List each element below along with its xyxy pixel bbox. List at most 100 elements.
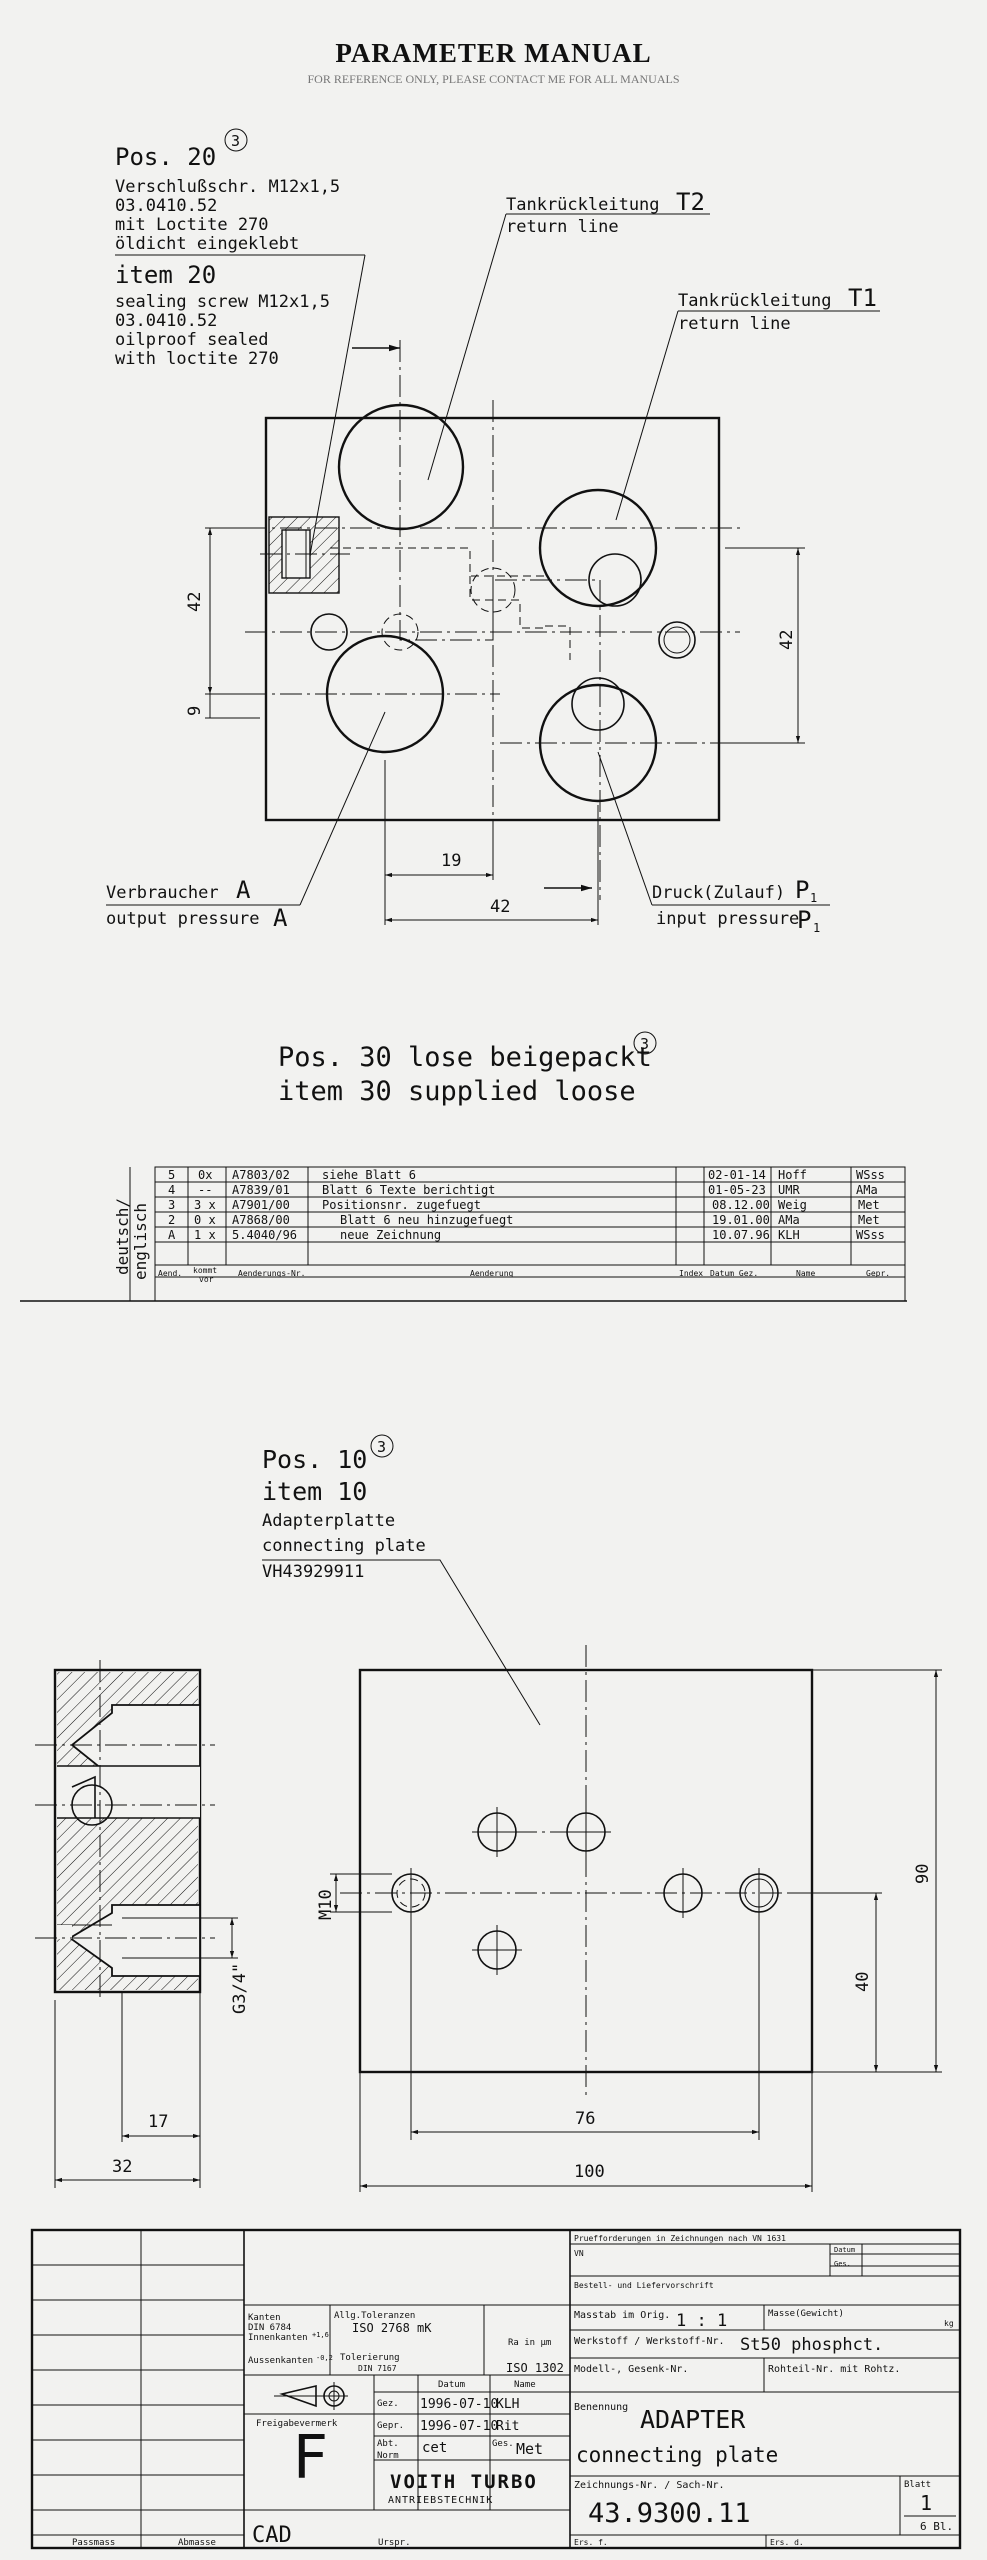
norm-label: Norm: [377, 2451, 399, 2461]
din7167: DIN 7167: [358, 2364, 397, 2373]
masstab-label: Masstab im Orig.: [574, 2310, 670, 2321]
pos10-de: Adapterplatte: [262, 1511, 395, 1531]
rev-row-name: UMR: [778, 1183, 800, 1197]
pos10-circled: 3: [377, 1438, 386, 1456]
ges2-val: Met: [516, 2440, 543, 2458]
rev-row-datum: 19.01.00: [712, 1213, 770, 1227]
pos20-de-1: Verschlußschr. M12x1,5: [115, 177, 340, 197]
datum-label: Datum: [834, 2246, 855, 2254]
rev-row-name: Weig: [778, 1198, 807, 1212]
rev-row-text: Blatt 6 neu hinzugefuegt: [340, 1213, 513, 1227]
cad-label: CAD: [252, 2523, 292, 2548]
rev-head-gepr: Gepr.: [866, 1269, 890, 1278]
rev-row-gepr: WSss: [856, 1228, 885, 1242]
pos20-de-4: öldicht eingeklebt: [115, 234, 299, 254]
rev-row-text: neue Zeichnung: [340, 1228, 441, 1242]
a-de: Verbraucher: [106, 883, 219, 903]
a-code: A: [236, 876, 251, 904]
pos10-item: item 10: [262, 1477, 367, 1506]
rev-head-text: Aenderung: [470, 1269, 514, 1278]
t2-de: Tankrückleitung: [506, 195, 660, 215]
rev-row-kommt: 3 x: [194, 1198, 216, 1212]
modell-label: Modell-, Gesenk-Nr.: [574, 2364, 688, 2375]
pos20-item: item 20: [115, 261, 216, 289]
t2-code: T2: [676, 188, 705, 216]
rev-row-nr: A7868/00: [232, 1213, 290, 1227]
side-label-1: deutsch/: [113, 1198, 132, 1275]
aussenkanten: Aussenkanten: [248, 2356, 313, 2366]
dim-76: 76: [575, 2109, 595, 2129]
rev-row-aend: 4: [168, 1183, 175, 1197]
revision-table: deutsch/ englisch 5 0x A7803/02 siehe Bl…: [20, 1166, 907, 1302]
dim-42-bottom: 42: [490, 897, 510, 917]
a-code-en: A: [273, 904, 288, 932]
abt-label: Abt.: [377, 2439, 399, 2449]
masse-label: Masse(Gewicht): [768, 2309, 844, 2319]
rev-head-nr: Aenderungs-Nr.: [238, 1269, 305, 1278]
rev-row-gepr: Met: [858, 1213, 880, 1227]
pos20-circled: 3: [231, 132, 240, 150]
p1-code: P: [795, 876, 809, 904]
rev-row-datum: 01-05-23: [708, 1183, 766, 1197]
page-subtitle: FOR REFERENCE ONLY, PLEASE CONTACT ME FO…: [307, 72, 680, 86]
gepr-label: Gepr.: [377, 2421, 404, 2431]
t1-code: T1: [848, 284, 877, 312]
rev-row-nr: A7803/02: [232, 1168, 290, 1182]
freigabe: Freigabevermerk: [256, 2419, 338, 2429]
t1-de: Tankrückleitung: [678, 291, 832, 311]
vn-head: Pruefforderungen in Zeichnungen nach VN …: [574, 2234, 786, 2243]
pos20-en-4: with loctite 270: [115, 349, 279, 369]
company-sub: ANTRIEBSTECHNIK: [388, 2495, 493, 2506]
pos30-note: Pos. 30 lose beigepackt 3 item 30 suppli…: [278, 1031, 657, 1107]
ers2-label: Ers. d.: [770, 2538, 804, 2547]
masstab-val: 1 : 1: [676, 2311, 727, 2331]
iso2768: ISO 2768 mK: [352, 2321, 432, 2335]
pos30-circled: 3: [640, 1035, 649, 1053]
kanten: Kanten: [248, 2313, 281, 2323]
blatt-label: Blatt: [904, 2480, 931, 2490]
benennung-label: Benennung: [574, 2402, 628, 2413]
rev-row-gepr: Met: [858, 1198, 880, 1212]
pos20-en-2: 03.0410.52: [115, 311, 217, 331]
dim-19: 19: [441, 851, 461, 871]
rev-head-datum: Datum Gez.: [710, 1269, 758, 1278]
rev-row-text: siehe Blatt 6: [322, 1168, 416, 1182]
abt-val: cet: [422, 2440, 447, 2456]
pos30-line2: item 30 supplied loose: [278, 1076, 636, 1107]
bottom-views: Pos. 10 3 item 10 Adapterplatte connecti…: [35, 1434, 942, 2192]
gez-label: Gez.: [377, 2399, 399, 2409]
gez-date: 1996-07-10: [420, 2397, 498, 2412]
pos10-en: connecting plate: [262, 1536, 426, 1556]
dim-32: 32: [112, 2157, 132, 2177]
kg-unit: kg: [944, 2319, 954, 2328]
rev-row-kommt: 1 x: [194, 1228, 216, 1242]
pos10-title: Pos. 10: [262, 1445, 367, 1474]
pos10-code: VH43929911: [262, 1562, 364, 1582]
pos20-en-1: sealing screw M12x1,5: [115, 292, 330, 312]
blatt-of: 6 Bl.: [920, 2520, 953, 2533]
gepr-date: 1996-07-10: [420, 2419, 498, 2434]
dim-42-left: 42: [185, 592, 205, 612]
rev-row-gepr: WSss: [856, 1168, 885, 1182]
bestell-label: Bestell- und Liefervorschrift: [574, 2281, 714, 2290]
company-name: VOITH TURBO: [390, 2471, 538, 2493]
rev-row-text: Blatt 6 Texte berichtigt: [322, 1183, 495, 1197]
gez-name: KLH: [496, 2397, 519, 2412]
plate-holes: [391, 1807, 779, 1975]
rev-row-kommt: 0x: [198, 1168, 212, 1182]
rev-head-name: Name: [796, 1269, 815, 1278]
benennung-en: connecting plate: [576, 2443, 778, 2467]
p1-en: input pressure: [656, 909, 799, 929]
rev-row-name: Hoff: [778, 1168, 807, 1182]
pos20-de-2: 03.0410.52: [115, 196, 217, 216]
top-view: Pos. 20 3 Verschlußschr. M12x1,5 03.0410…: [106, 128, 880, 935]
pos20-title: Pos. 20: [115, 143, 216, 171]
p1-de: Druck(Zulauf): [652, 883, 785, 903]
gepr-name: Rit: [496, 2419, 519, 2434]
rev-row-name: KLH: [778, 1228, 800, 1242]
urspr-label: Urspr.: [378, 2538, 411, 2548]
werkstoff-label: Werkstoff / Werkstoff-Nr.: [574, 2336, 725, 2347]
zeichnr-val: 43.9300.11: [588, 2498, 751, 2529]
dim-100: 100: [574, 2162, 605, 2182]
